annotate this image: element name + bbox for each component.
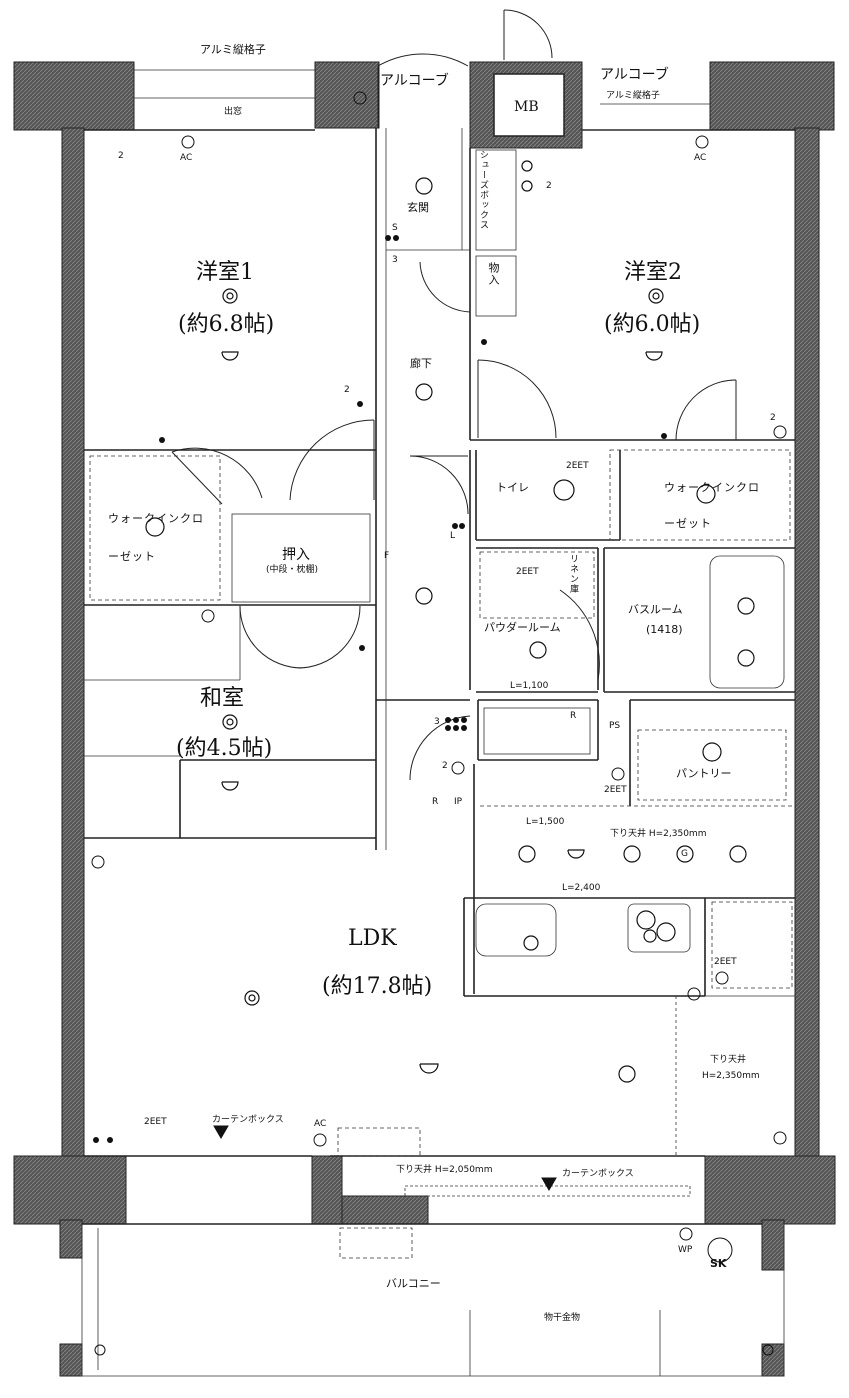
ip-label: IP	[454, 797, 463, 807]
alumi-lattice-left-label: アルミ縦格子	[200, 43, 266, 56]
ac-label-3: AC	[314, 1119, 327, 1129]
bathroom-size: (1418)	[646, 623, 683, 636]
balcony-label: バルコニー	[386, 1277, 441, 1290]
outlet-mark: 3	[434, 717, 440, 727]
l2400-label: L=2,400	[562, 883, 601, 893]
alumi-lattice-right-label: アルミ縦格子	[606, 91, 660, 101]
outlet-mark: 2EET	[714, 957, 737, 967]
outlet-mark: 2	[546, 181, 552, 191]
l1100-label: L=1,100	[510, 681, 549, 691]
interior-walls	[82, 128, 795, 1225]
hallway-label: 廊下	[410, 357, 432, 370]
ac-label-2: AC	[694, 153, 707, 163]
drying-hardware-label: 物干金物	[544, 1313, 581, 1323]
alcove-left-label: アルコーブ	[380, 73, 449, 89]
western-room-1-name: 洋室1	[196, 260, 254, 285]
outlet-mark: 2	[344, 385, 350, 395]
r-label-2: R	[570, 711, 577, 721]
exterior-walls	[13, 61, 836, 1377]
outlet-mark: 2EET	[144, 1117, 167, 1127]
wp-label: WP	[678, 1245, 693, 1255]
ceiling-lights	[145, 160, 755, 1083]
western-room-2-size: (約6.0帖)	[604, 312, 701, 337]
g-symbol: G	[681, 849, 688, 859]
walkin-closet-left-label: ウォークインクローゼット	[108, 512, 204, 563]
oshiire-label: 押入	[282, 547, 310, 563]
outlet-mark: 2EET	[604, 785, 627, 795]
linen-label: リネン庫	[568, 554, 578, 594]
outlet-mark: L	[450, 531, 456, 541]
ac-label-1: AC	[180, 153, 193, 163]
japanese-room-name: 和室	[200, 686, 245, 711]
storage-label: 物入	[487, 262, 500, 286]
mb-box	[493, 73, 565, 137]
outlet-mark: 2	[118, 151, 124, 161]
f-symbol: F	[384, 551, 390, 561]
western-room-2-name: 洋室2	[624, 260, 682, 285]
bay-window-label: 出窓	[224, 107, 243, 117]
outlet-mark: 2	[442, 761, 448, 771]
curtain-box-left-label: カーテンボックス	[212, 1115, 284, 1125]
oshiire-note: (中段・枕棚)	[266, 565, 319, 575]
r-label-1: R	[432, 797, 439, 807]
outlet-mark: 2EET	[566, 461, 589, 471]
toilet-label: トイレ	[496, 481, 529, 494]
outlet-mark: 2	[770, 413, 776, 423]
ceiling-2050-label: 下り天井 H=2,050mm	[396, 1165, 493, 1175]
shoebox-label: シューズボックス	[478, 150, 488, 230]
western-room-1-size: (約6.8帖)	[178, 312, 275, 337]
walkin-closet-right-label: ウォークインクローゼット	[664, 481, 760, 530]
ceiling-2350-ldk-label-1: 下り天井	[710, 1055, 747, 1065]
ceiling-2350-kitchen-label: 下り天井 H=2,350mm	[610, 829, 707, 839]
outlet-mark: 3	[392, 255, 398, 265]
ldk-name: LDK	[348, 926, 397, 951]
sk-label: SK	[710, 1257, 727, 1270]
japanese-room-size: (約4.5帖)	[176, 736, 273, 761]
powder-room-label: パウダールーム	[484, 621, 561, 634]
wall-sockets	[91, 91, 787, 1356]
outlet-mark: S	[392, 223, 398, 233]
door-swings	[171, 9, 737, 781]
pantry-label: パントリー	[676, 767, 732, 780]
entrance-label: 玄関	[407, 201, 429, 214]
ceiling-fixtures-half	[221, 351, 663, 1074]
ps-label: PS	[609, 721, 621, 731]
l1500-label: L=1,500	[526, 817, 565, 827]
curtain-box-right-label: カーテンボックス	[562, 1169, 634, 1179]
ceiling-2350-ldk-label-2: H=2,350mm	[702, 1071, 760, 1081]
outlets	[93, 235, 667, 1143]
ldk-size: (約17.8帖)	[322, 974, 433, 999]
outlet-mark: 2EET	[516, 567, 539, 577]
alcove-right-label: アルコーブ	[600, 67, 669, 83]
thin-lines	[80, 69, 795, 1377]
mb-label: MB	[514, 99, 539, 115]
bathroom-name: バスルーム	[628, 603, 683, 616]
